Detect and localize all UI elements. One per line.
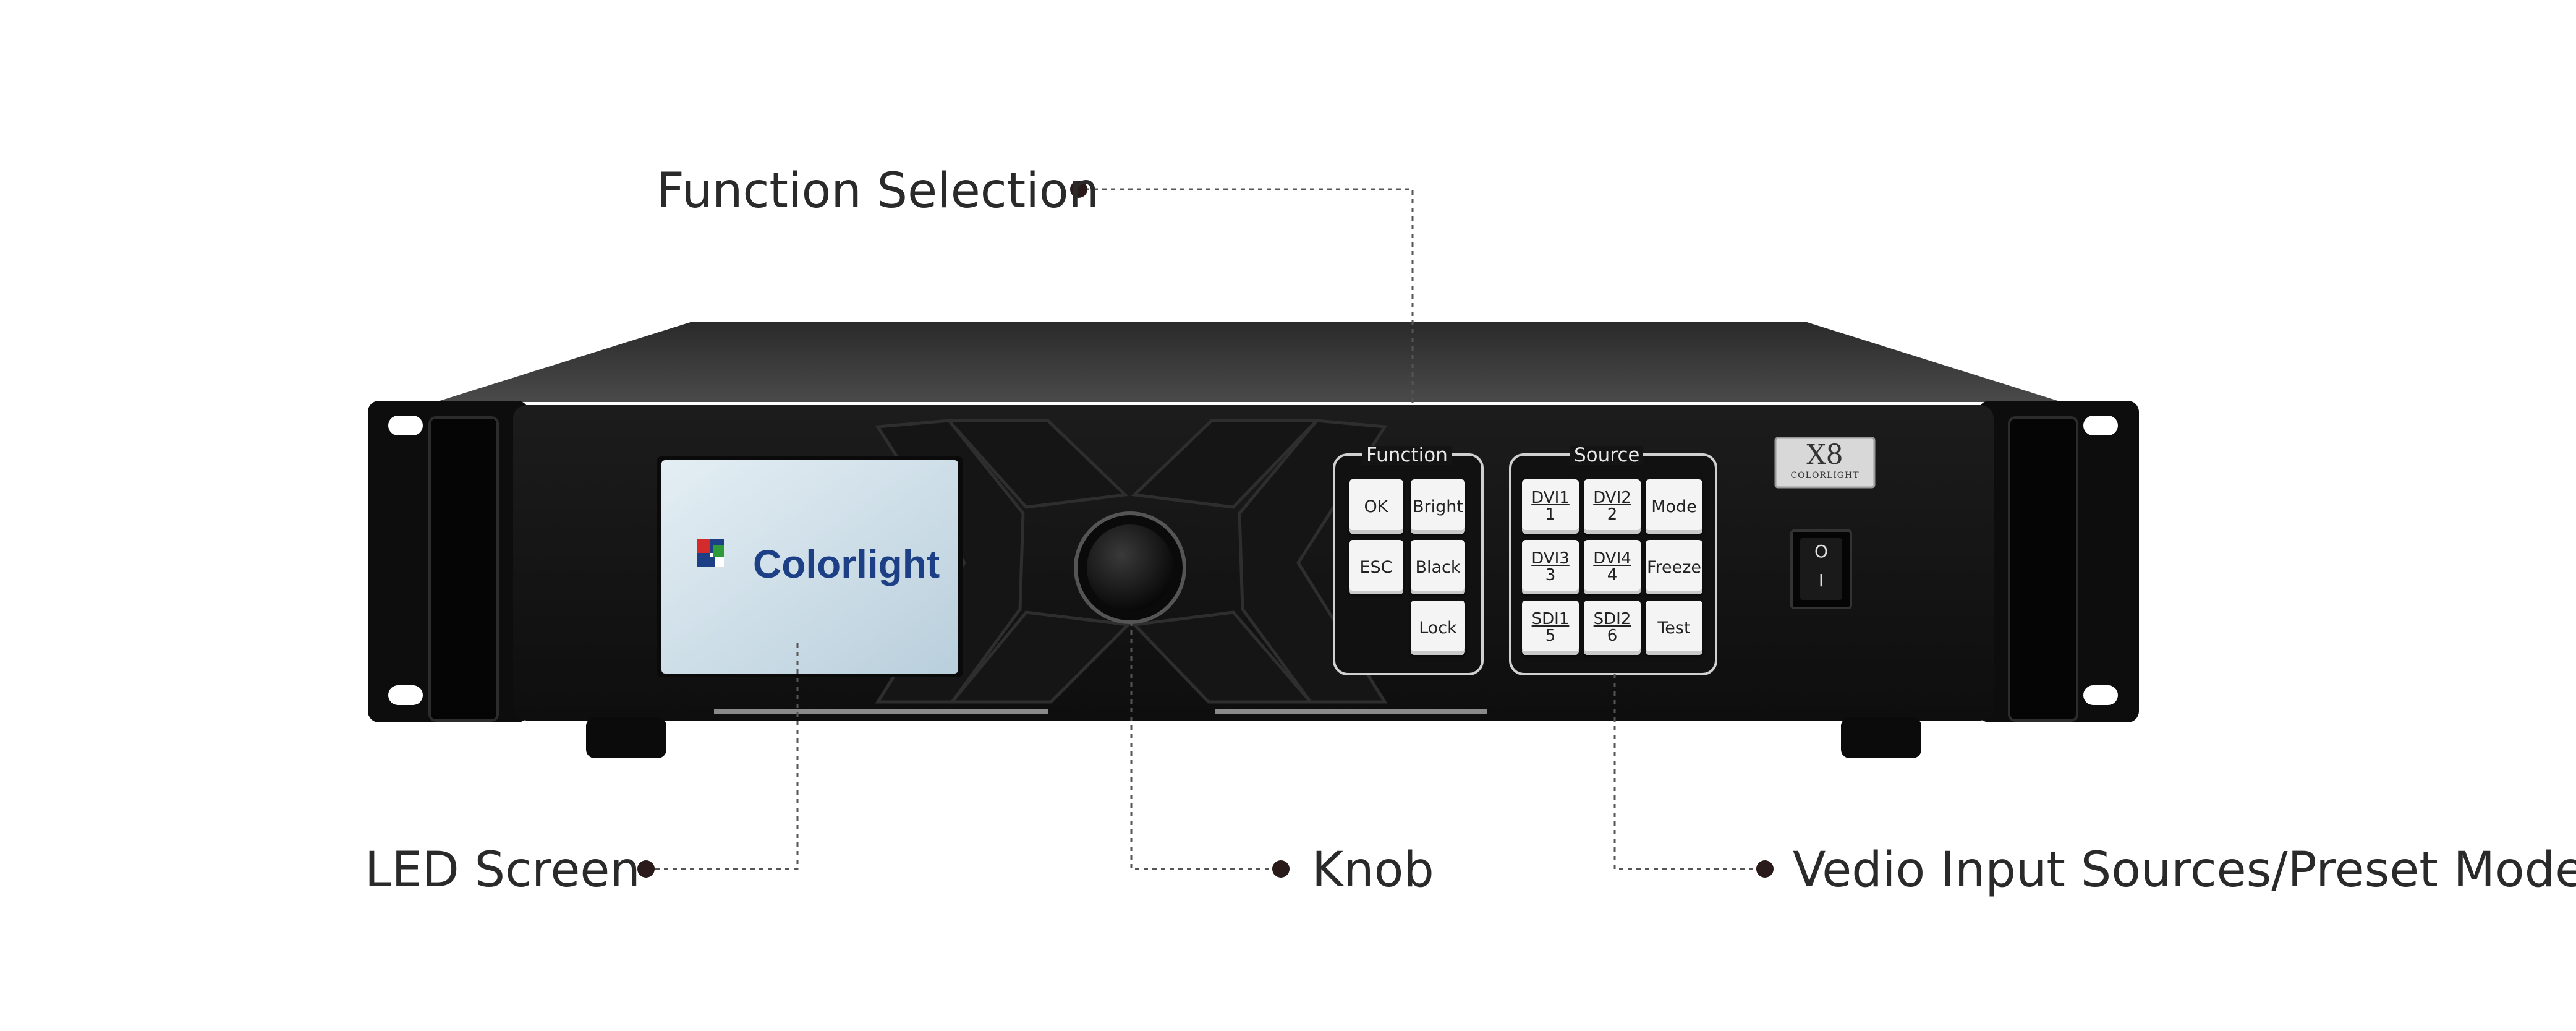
dvi1-number: 1 [1545,505,1556,524]
dvi1-label: DVI1 [1531,488,1570,507]
rack-hole-left-bottom [388,685,423,705]
mode-label: Mode [1651,497,1697,516]
sdi1-button[interactable]: SDI1 5 [1522,601,1579,655]
handle-left [428,416,499,722]
lcd-brand-text: Colorlight [753,542,940,586]
esc-button[interactable]: ESC [1349,540,1403,594]
dvi3-label: DVI3 [1531,549,1570,568]
rack-hole-right-bottom [2083,685,2118,705]
lcd-screen [661,460,958,674]
power-on-mark[interactable]: O [1814,541,1829,562]
power-off-mark[interactable]: I [1818,570,1824,591]
dvi3-number: 3 [1545,566,1556,584]
sdi2-label: SDI2 [1593,609,1631,628]
dvi4-number: 4 [1607,566,1618,584]
dvi2-button[interactable]: DVI2 2 [1584,479,1641,534]
leader-lines [646,188,1765,870]
foot-left [586,717,666,758]
callout-knob: Knob [1312,842,1434,898]
dvi2-number: 2 [1607,505,1618,524]
dvi1-button[interactable]: DVI1 1 [1522,479,1579,534]
callout-dots [637,181,1774,878]
black-button[interactable]: Black [1411,540,1465,594]
model-badge-text: X8 [1806,439,1843,471]
mode-button[interactable]: Mode [1646,479,1702,534]
rack-hole-right-top [2083,416,2118,435]
callout-video-input: Vedio Input Sources/Preset Mode [1793,842,2576,898]
sdi1-label: SDI1 [1531,609,1570,628]
dvi4-button[interactable]: DVI4 4 [1584,540,1641,594]
freeze-button[interactable]: Freeze [1646,540,1702,594]
foot-right [1841,717,1921,758]
dvi2-label: DVI2 [1593,488,1631,507]
colorlight-logo-icon [697,539,724,567]
model-badge-brand: COLORLIGHT [1790,471,1860,481]
bright-button[interactable]: Bright [1411,479,1465,534]
callout-led-screen: LED Screen [365,842,640,898]
chassis-top [436,322,2062,402]
freeze-label: Freeze [1646,557,1702,577]
ok-label: OK [1364,497,1388,516]
ok-button[interactable]: OK [1349,479,1403,534]
model-badge [1774,437,1876,489]
test-button[interactable]: Test [1646,601,1702,655]
sdi2-button[interactable]: SDI2 6 [1584,601,1641,655]
dvi3-button[interactable]: DVI3 3 [1522,540,1579,594]
esc-label: ESC [1359,557,1393,577]
lock-button[interactable]: Lock [1411,601,1465,655]
bright-label: Bright [1413,497,1463,516]
black-label: Black [1415,557,1461,577]
knob-facets [875,419,1388,704]
handle-right [2008,416,2078,722]
lock-label: Lock [1419,618,1457,638]
callout-function-selection: Function Selection [657,163,1100,219]
function-panel-title: Function [1362,446,1452,465]
rack-hole-left-top [388,416,423,435]
dvi4-label: DVI4 [1593,549,1631,568]
source-panel-title: Source [1570,446,1644,465]
sdi2-number: 6 [1607,627,1618,645]
test-label: Test [1657,618,1691,638]
sdi1-number: 5 [1545,627,1556,645]
